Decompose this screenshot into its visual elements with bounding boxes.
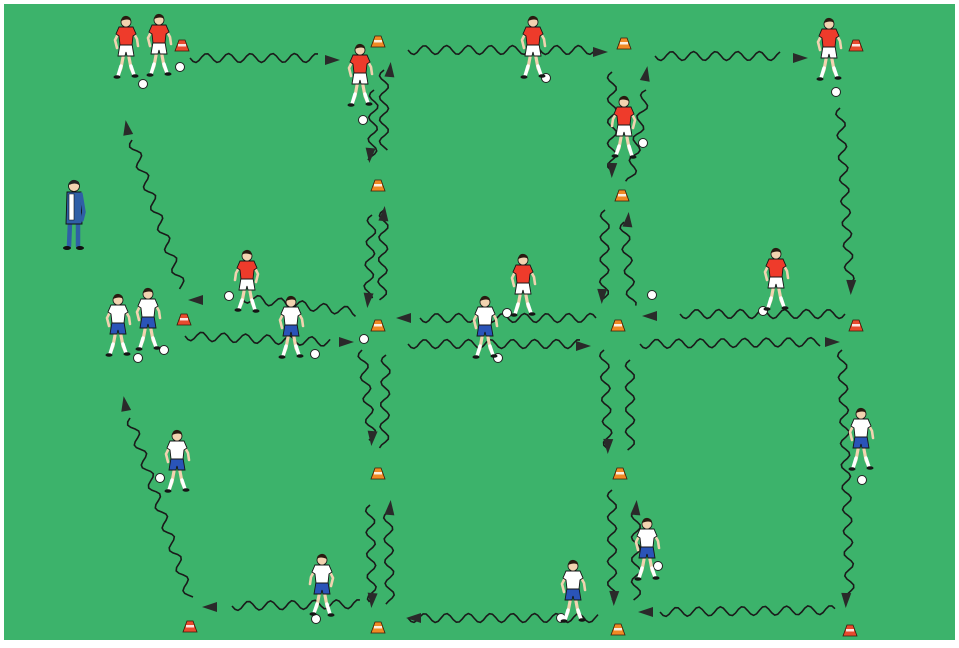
ball-icon (503, 309, 512, 318)
ball-icon (359, 116, 368, 125)
ball-icon (139, 80, 148, 89)
ball-icon (225, 292, 234, 301)
ball-icon (312, 615, 321, 624)
ball-icon (311, 350, 320, 359)
ball-icon (639, 139, 648, 148)
ball-icon (858, 476, 867, 485)
ball-icon (134, 354, 143, 363)
ball-icon (156, 474, 165, 483)
ball-icon (176, 63, 185, 72)
ball-icon (832, 88, 841, 97)
ball-icon (648, 291, 657, 300)
ball-icon (654, 562, 663, 571)
ball-icon (360, 335, 369, 344)
ball-icon (160, 346, 169, 355)
